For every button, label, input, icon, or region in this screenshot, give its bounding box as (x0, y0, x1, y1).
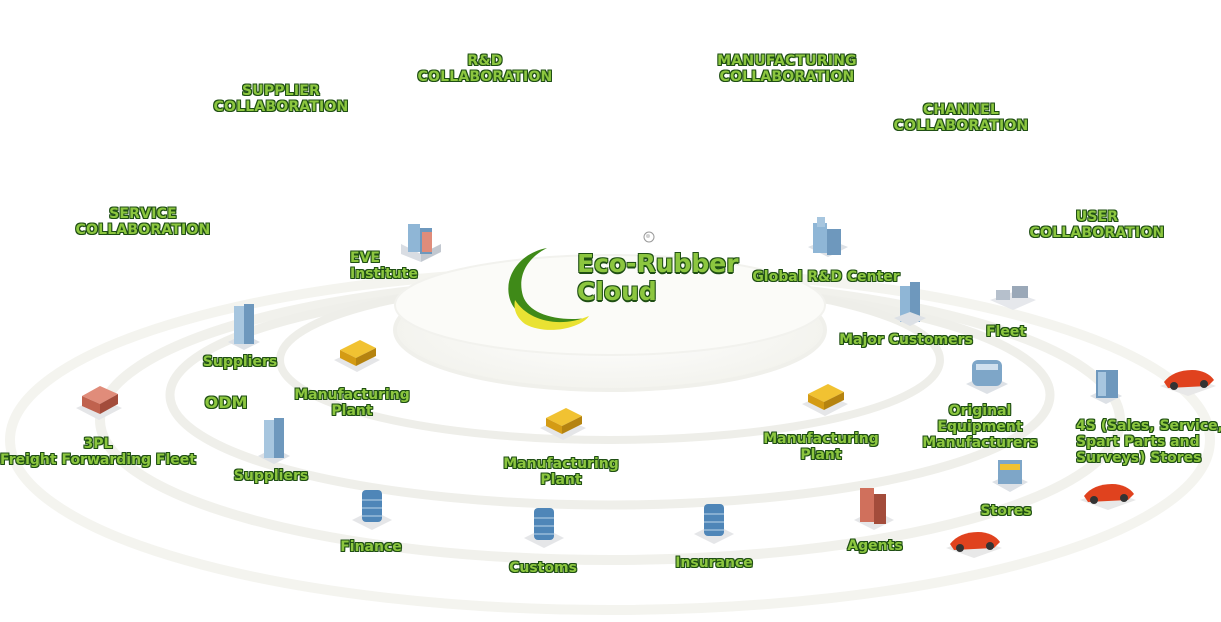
manufacturing-plant-left-icon (334, 340, 380, 372)
car-middle-icon (1080, 484, 1136, 510)
manufacturing-plant-left-label: Manufacturing Plant (294, 387, 410, 419)
major-customers-tower-icon (894, 282, 926, 326)
suppliers-top-label: Suppliers (202, 354, 278, 370)
insurance-label: Insurance (675, 555, 753, 571)
fleet-label: Fleet (985, 324, 1027, 340)
3pl-warehouse-icon (76, 386, 122, 420)
agents-building-icon (854, 488, 894, 530)
user-collaboration-label: USER COLLABORATION (1029, 209, 1165, 241)
manufacturing-plant-center-label: Manufacturing Plant (503, 456, 619, 488)
car-top-icon (1160, 370, 1216, 396)
odm-label: ODM (204, 393, 248, 412)
finance-label: Finance (340, 539, 402, 555)
major-customers-label: Major Customers (839, 332, 973, 348)
rnd-collaboration-label: R&D COLLABORATION (417, 53, 553, 85)
finance-database-icon (352, 490, 392, 530)
stores-building-icon (992, 460, 1028, 492)
suppliers-bottom-building-icon (258, 418, 290, 464)
eve-institute-label: EVE Institute (350, 250, 418, 282)
brand-title: Eco-Rubber Cloud (577, 250, 739, 306)
cloud-dot-icon (643, 231, 655, 243)
cloud-logo-icon (508, 248, 589, 330)
channel-collaboration-label: CHANNEL COLLABORATION (893, 102, 1029, 134)
manufacturing-plant-right-label: Manufacturing Plant (763, 431, 879, 463)
fleet-trucks-icon (990, 286, 1036, 310)
4s-stores-label: 4S (Sales, Service, Spart Parts and Surv… (1076, 418, 1221, 466)
manufacturing-collaboration-label: MANUFACTURING COLLABORATION (717, 53, 857, 85)
manufacturing-plant-center-icon (540, 408, 586, 440)
service-collaboration-label: SERVICE COLLABORATION (75, 206, 211, 238)
car-bottom-icon (946, 532, 1002, 558)
4s-stores-building-icon (1090, 370, 1122, 404)
brand-line2: Cloud (577, 277, 657, 306)
stores-label: Stores (980, 503, 1032, 519)
oem-building-icon (966, 360, 1008, 394)
supplier-collaboration-label: SUPPLIER COLLABORATION (213, 83, 349, 115)
customs-label: Customs (509, 560, 577, 576)
insurance-database-icon (694, 504, 734, 544)
manufacturing-plant-right-icon (802, 384, 848, 416)
oem-label: Original Equipment Manufacturers (922, 403, 1038, 451)
agents-label: Agents (847, 538, 903, 554)
3pl-label: 3PL Freight Forwarding Fleet (0, 436, 196, 468)
global-rd-center-label: Global R&D Center (752, 269, 900, 285)
brand-line1: Eco-Rubber (577, 249, 739, 278)
global-rd-building-icon (808, 217, 848, 257)
customs-database-icon (524, 508, 564, 548)
eve-institute-building-icon (401, 224, 441, 262)
suppliers-bottom-label: Suppliers (233, 468, 309, 484)
suppliers-top-building-icon (228, 304, 260, 350)
